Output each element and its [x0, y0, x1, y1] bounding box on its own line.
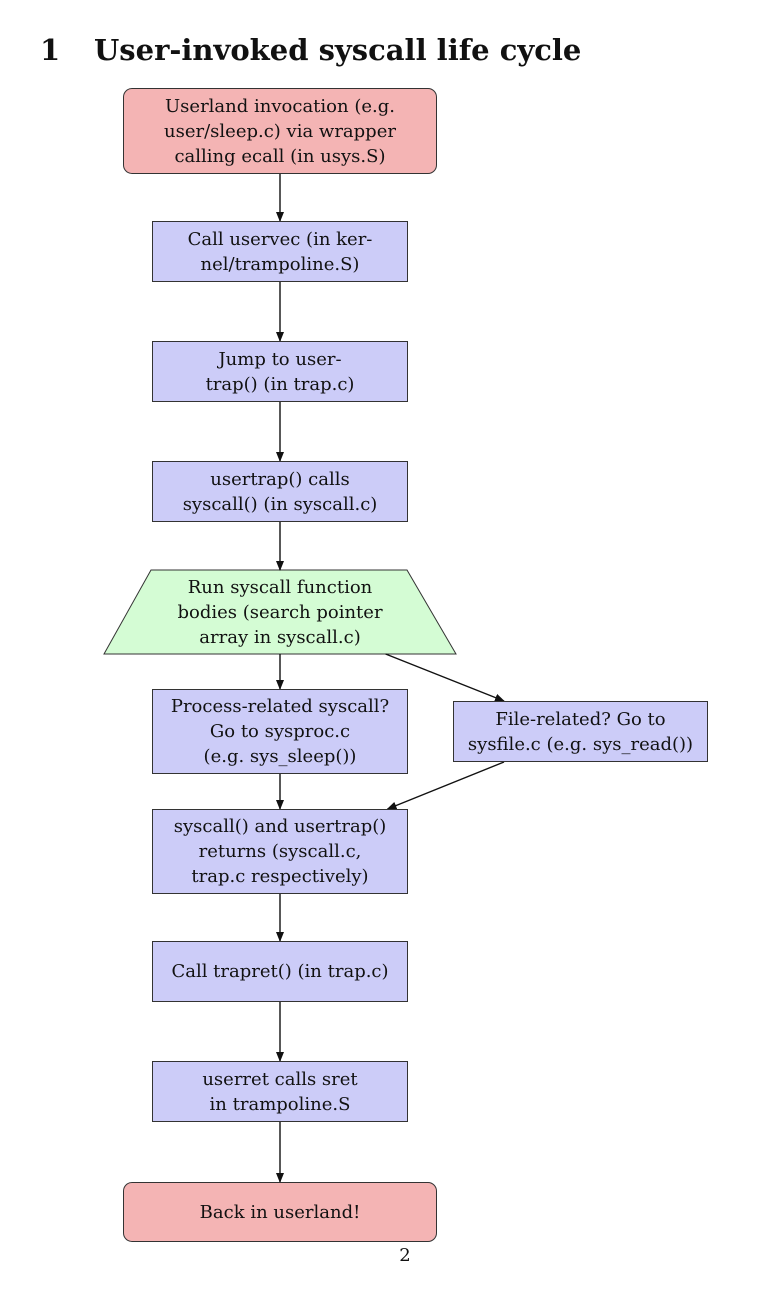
node-text-line: File-related? Go to — [495, 708, 666, 730]
node-text-line: sysfile.c (e.g. sys_read()) — [467, 733, 694, 755]
node-text-line: Back in userland! — [199, 1201, 361, 1223]
section-number: 1 — [40, 33, 61, 67]
node-text-line: Process-related syscall? — [170, 696, 390, 717]
node-text-line: syscall() (in syscall.c) — [182, 493, 378, 515]
section-heading: 1 User-invoked syscall life cycle — [40, 30, 581, 70]
node-text-line: (e.g. sys_sleep()) — [203, 746, 357, 767]
node-file-related: File-related? Go to sysfile.c (e.g. sys_r… — [453, 701, 708, 762]
node-usertrap-calls-syscall: usertrap() calls syscall() (in syscall.c) — [152, 461, 408, 522]
node-process-related: Process-related syscall? Go to sysproc.c (… — [152, 689, 408, 774]
node-call-uservec: Call uservec (in ker-nel/trampoline.S) — [152, 221, 408, 282]
node-text-line: userret calls sret — [202, 1068, 358, 1090]
node-text-line: returns (syscall.c, — [198, 841, 362, 862]
node-text-line: calling ecall (in usys.S) — [174, 145, 386, 167]
node-text-line: array in syscall.c) — [199, 626, 361, 648]
node-text-line: Call uservec (in ker- — [187, 228, 373, 250]
node-text-line: syscall() and usertrap() — [173, 816, 387, 837]
node-text-line: Jump to user- — [218, 348, 342, 370]
section-title: User-invoked syscall life cycle — [94, 33, 582, 67]
node-text-line: Call trapret() (in trap.c) — [171, 961, 389, 982]
node-jump-usertrap: Jump to user-trap() (in trap.c) — [152, 341, 408, 402]
node-text-line: trap() (in trap.c) — [205, 373, 355, 395]
node-userland-invocation: Userland invocation (e.g. user/sleep.c) v… — [123, 88, 437, 174]
node-text-line: nel/trampoline.S) — [200, 253, 360, 275]
node-text-line: usertrap() calls — [210, 468, 350, 490]
node-text-line: bodies (search pointer — [177, 601, 383, 623]
node-text-line: in trampoline.S — [209, 1093, 351, 1115]
node-text-line: trap.c respectively) — [191, 866, 369, 887]
node-run-syscall-bodies: Run syscall function bodies (search point… — [104, 570, 456, 654]
node-syscall-returns: syscall() and usertrap() returns (syscall… — [152, 809, 408, 894]
node-userret-sret: userret calls sret in trampoline.S — [152, 1061, 408, 1122]
node-text-line: user/sleep.c) via wrapper — [164, 120, 396, 142]
node-back-in-userland: Back in userland! — [123, 1182, 437, 1242]
node-call-trapret: Call trapret() (in trap.c) — [152, 941, 408, 1002]
node-text-line: Go to sysproc.c — [209, 721, 351, 742]
node-text-line: Run syscall function — [187, 576, 373, 598]
node-text-line: Userland invocation (e.g. — [165, 95, 395, 117]
arrow-run_syscall_bodies-to-file_related — [385, 653, 505, 702]
arrow-file_related-to-syscall_returns — [386, 761, 505, 810]
page-number: 2 — [399, 1245, 411, 1266]
decision-trapezoid-shape — [103, 569, 457, 655]
